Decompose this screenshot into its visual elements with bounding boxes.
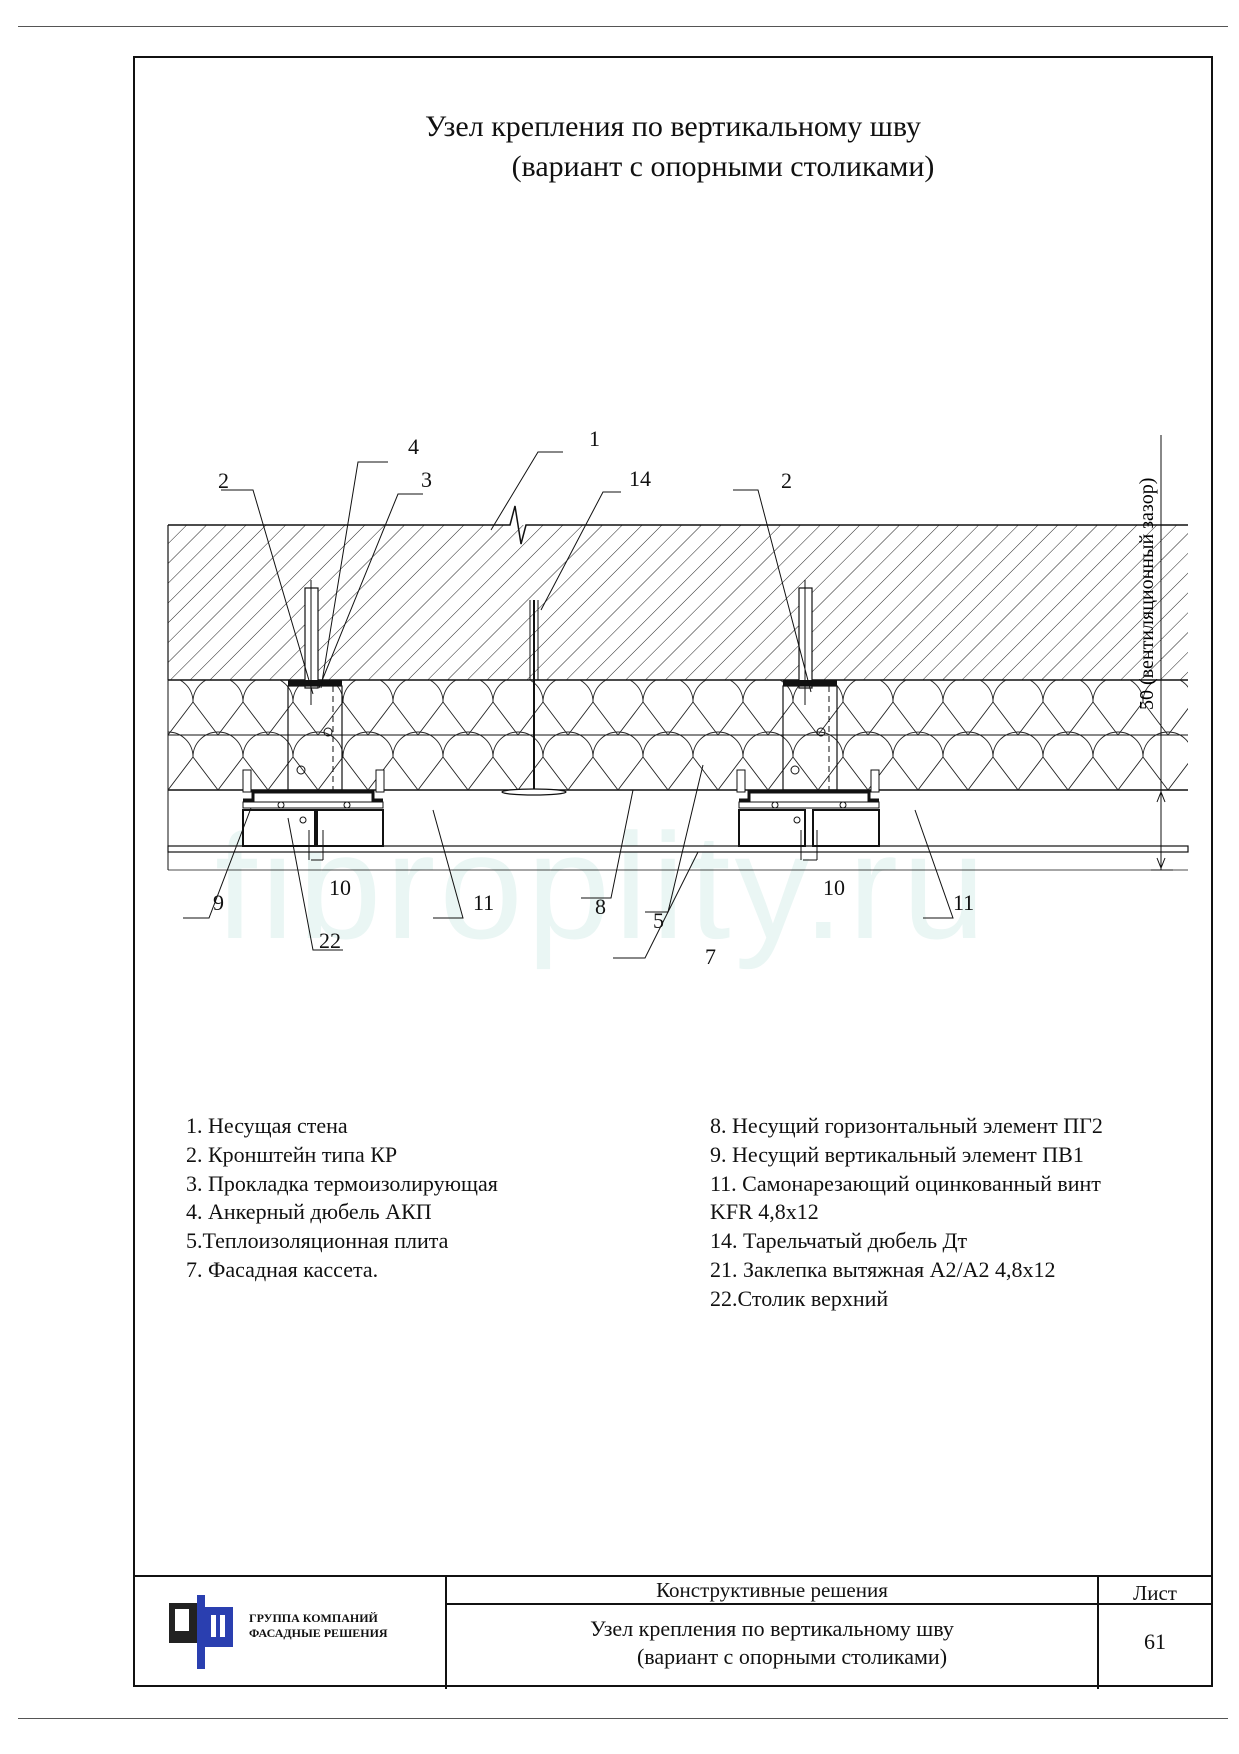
legend-item: 3. Прокладка термоизолирующая [186, 1170, 498, 1196]
callout-14: 14 [629, 466, 651, 491]
drawing-frame [133, 56, 1213, 1687]
disc-dowel [501, 600, 567, 796]
legend-item: 8. Несущий горизонтальный элемент ПГ2 [710, 1113, 1103, 1138]
sheet-title-line1: Узел крепления по вертикальному шву [590, 1616, 954, 1641]
bracket-right [782, 580, 838, 791]
sheet-label: Лист [1133, 1581, 1177, 1605]
section-drawing: 50 (вентиляционный зазор) 4 3 2 1 14 2 9… [167, 426, 1189, 969]
insulation-layer [167, 680, 1188, 791]
title-block-divider [445, 1603, 1211, 1605]
callout-9: 9 [213, 890, 224, 915]
company-logo [169, 1595, 233, 1669]
legend-item: 1. Несущая стена [186, 1113, 348, 1138]
callout-10-left: 10 [329, 875, 351, 900]
legend-right: 8. Несущий горизонтальный элемент ПГ2 9.… [710, 1112, 1103, 1314]
section-name: Конструктивные решения [656, 1578, 888, 1602]
sheet-number: 61 [1144, 1629, 1166, 1654]
callout-3: 3 [421, 467, 432, 492]
title-block-divider [445, 1577, 447, 1689]
callout-8: 8 [595, 894, 606, 919]
callout-22: 22 [319, 928, 341, 953]
legend-item: KFR 4,8х12 [710, 1199, 819, 1225]
legend-item: 14. Тарельчатый дюбель Дт [710, 1228, 968, 1254]
callout-4: 4 [408, 434, 419, 459]
dimension-label: 50 (вентиляционный зазор) [1136, 478, 1158, 710]
callout-5: 5 [653, 908, 664, 933]
legend-item: 7. Фасадная кассета. [186, 1256, 379, 1282]
sheet-title: Узел крепления по вертикальному шву (вар… [447, 1615, 1097, 1671]
sheet-trim-line-bottom [18, 1718, 1228, 1719]
legend-item: 22.Столик верхний [710, 1285, 889, 1311]
bracket-left [287, 580, 343, 791]
callout-11-right: 11 [953, 890, 974, 915]
load-bearing-wall [167, 505, 1188, 681]
legend-item: 5.Теплоизоляционная плита [186, 1228, 449, 1254]
legend-left: 1. Несущая стена 2. Кронштейн типа КР 3.… [186, 1112, 498, 1285]
callout-1: 1 [589, 426, 600, 451]
dimension-ventilation-gap: 50 (вентиляционный зазор) [1136, 435, 1173, 871]
callout-11-left: 11 [473, 890, 494, 915]
callout-2-right: 2 [781, 468, 792, 493]
callout-7: 7 [705, 944, 716, 969]
legend-item: 9. Несущий вертикальный элемент ПВ1 [710, 1141, 1084, 1167]
drawing-title-line1: Узел крепления по вертикальному шву [424, 110, 922, 143]
drawing-title-line2: (вариант с опорными столиками) [511, 150, 935, 183]
subframe-left [242, 769, 385, 860]
legend-item: 11. Самонарезающий оцинкованный винт [710, 1170, 1101, 1196]
subframe-right [736, 769, 880, 860]
title-block-divider [1097, 1577, 1099, 1689]
legend-item: 4. Анкерный дюбель АКП [186, 1199, 432, 1225]
sheet-title-line2: (вариант с опорными столиками) [636, 1644, 948, 1669]
title-block: ГРУППА КОМПАНИЙ ФАСАДНЫЕ РЕШЕНИЯ Констру… [133, 1575, 1213, 1689]
leader-lines [183, 451, 954, 959]
company-name-line2: ФАСАДНЫЕ РЕШЕНИЯ [249, 1626, 388, 1640]
callout-2-left: 2 [218, 468, 229, 493]
company-name: ГРУППА КОМПАНИЙ ФАСАДНЫЕ РЕШЕНИЯ [249, 1611, 388, 1641]
callout-labels: 4 3 2 1 14 2 9 10 11 22 8 5 7 10 11 [213, 426, 974, 969]
legend-item: 21. Заклепка вытяжная А2/А2 4,8х12 [710, 1256, 1056, 1282]
company-name-line1: ГРУППА КОМПАНИЙ [249, 1611, 378, 1625]
callout-10-right: 10 [823, 875, 845, 900]
legend-item: 2. Кронштейн типа КР [186, 1141, 398, 1167]
sheet-trim-line-top [18, 26, 1228, 27]
